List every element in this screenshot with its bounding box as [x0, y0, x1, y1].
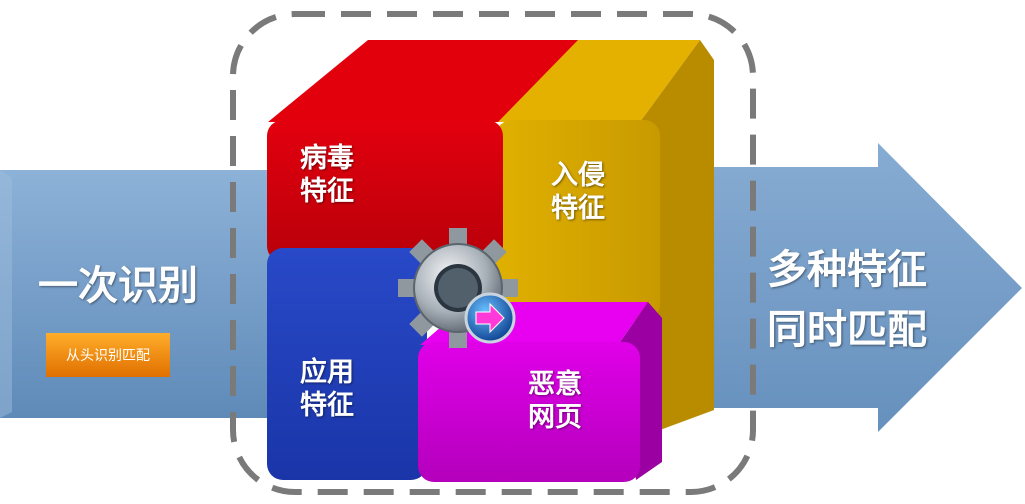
left-arrow-bevel — [0, 170, 12, 418]
virus-block-top — [268, 40, 590, 122]
web-block-label-line2: 网页 — [528, 402, 582, 433]
app-block-label-line1: 应用 — [300, 357, 354, 388]
dashed-frame — [230, 11, 756, 495]
intrusion-block-top — [498, 40, 700, 122]
right-arrow-line2: 同时匹配 — [767, 307, 927, 353]
right-arrow-shape — [640, 143, 1022, 432]
intrusion-block-label-line1: 入侵 — [551, 160, 605, 191]
virus-block-front — [267, 120, 503, 262]
web-block-front — [418, 342, 640, 482]
app-block-label-line2: 特征 — [300, 390, 354, 421]
virus-block-label-line2: 特征 — [300, 176, 354, 207]
left-arrow-title: 一次识别 — [38, 263, 198, 309]
right-arrow-line1: 多种特征 — [767, 247, 927, 293]
intrusion-block-label-line2: 特征 — [551, 193, 605, 224]
intrusion-block-front — [496, 120, 660, 320]
virus-block-label-line1: 病毒 — [300, 143, 354, 174]
left-arrow-tag: 从头识别匹配 — [46, 333, 170, 377]
gear-arrow-icon — [398, 228, 518, 348]
app-block-front — [267, 248, 427, 480]
web-block-label-line1: 恶意 — [528, 369, 582, 400]
